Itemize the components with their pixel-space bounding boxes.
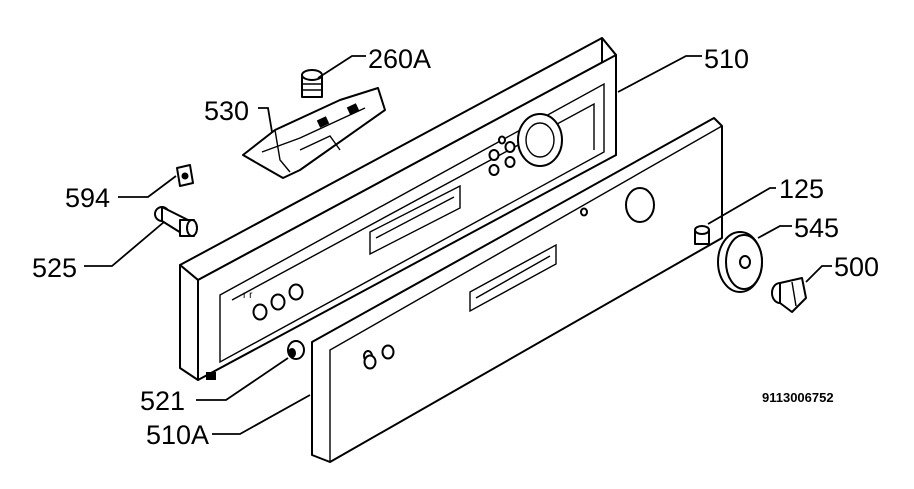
- control-panel-housing: r r: [179, 37, 617, 381]
- callout-521: 521: [140, 386, 185, 416]
- callout-labels: 260A 510 530 594 525 125 545 500 521 510…: [32, 44, 879, 450]
- callout-510: 510: [704, 44, 749, 74]
- knob-521: [287, 340, 305, 360]
- callout-545: 545: [794, 213, 839, 243]
- knob-500: [771, 277, 807, 313]
- callout-594: 594: [65, 183, 110, 213]
- callout-525: 525: [32, 253, 77, 283]
- document-number: 9113006752: [762, 390, 834, 405]
- leader-lines: [84, 55, 832, 435]
- spacer-125: [694, 225, 710, 245]
- callout-260a: 260A: [368, 44, 431, 74]
- clip-594: [176, 164, 194, 187]
- dispenser-bracket: [242, 87, 386, 179]
- callout-125: 125: [779, 174, 824, 204]
- screw-525: [154, 206, 198, 237]
- callout-530: 530: [204, 96, 249, 126]
- front-cover-plate: [311, 117, 723, 463]
- callout-500: 500: [834, 252, 879, 282]
- callout-510a: 510A: [146, 420, 209, 450]
- svg-text:r r: r r: [243, 290, 253, 301]
- bushing-260a: [301, 69, 323, 98]
- dial-disc-545: [717, 231, 763, 293]
